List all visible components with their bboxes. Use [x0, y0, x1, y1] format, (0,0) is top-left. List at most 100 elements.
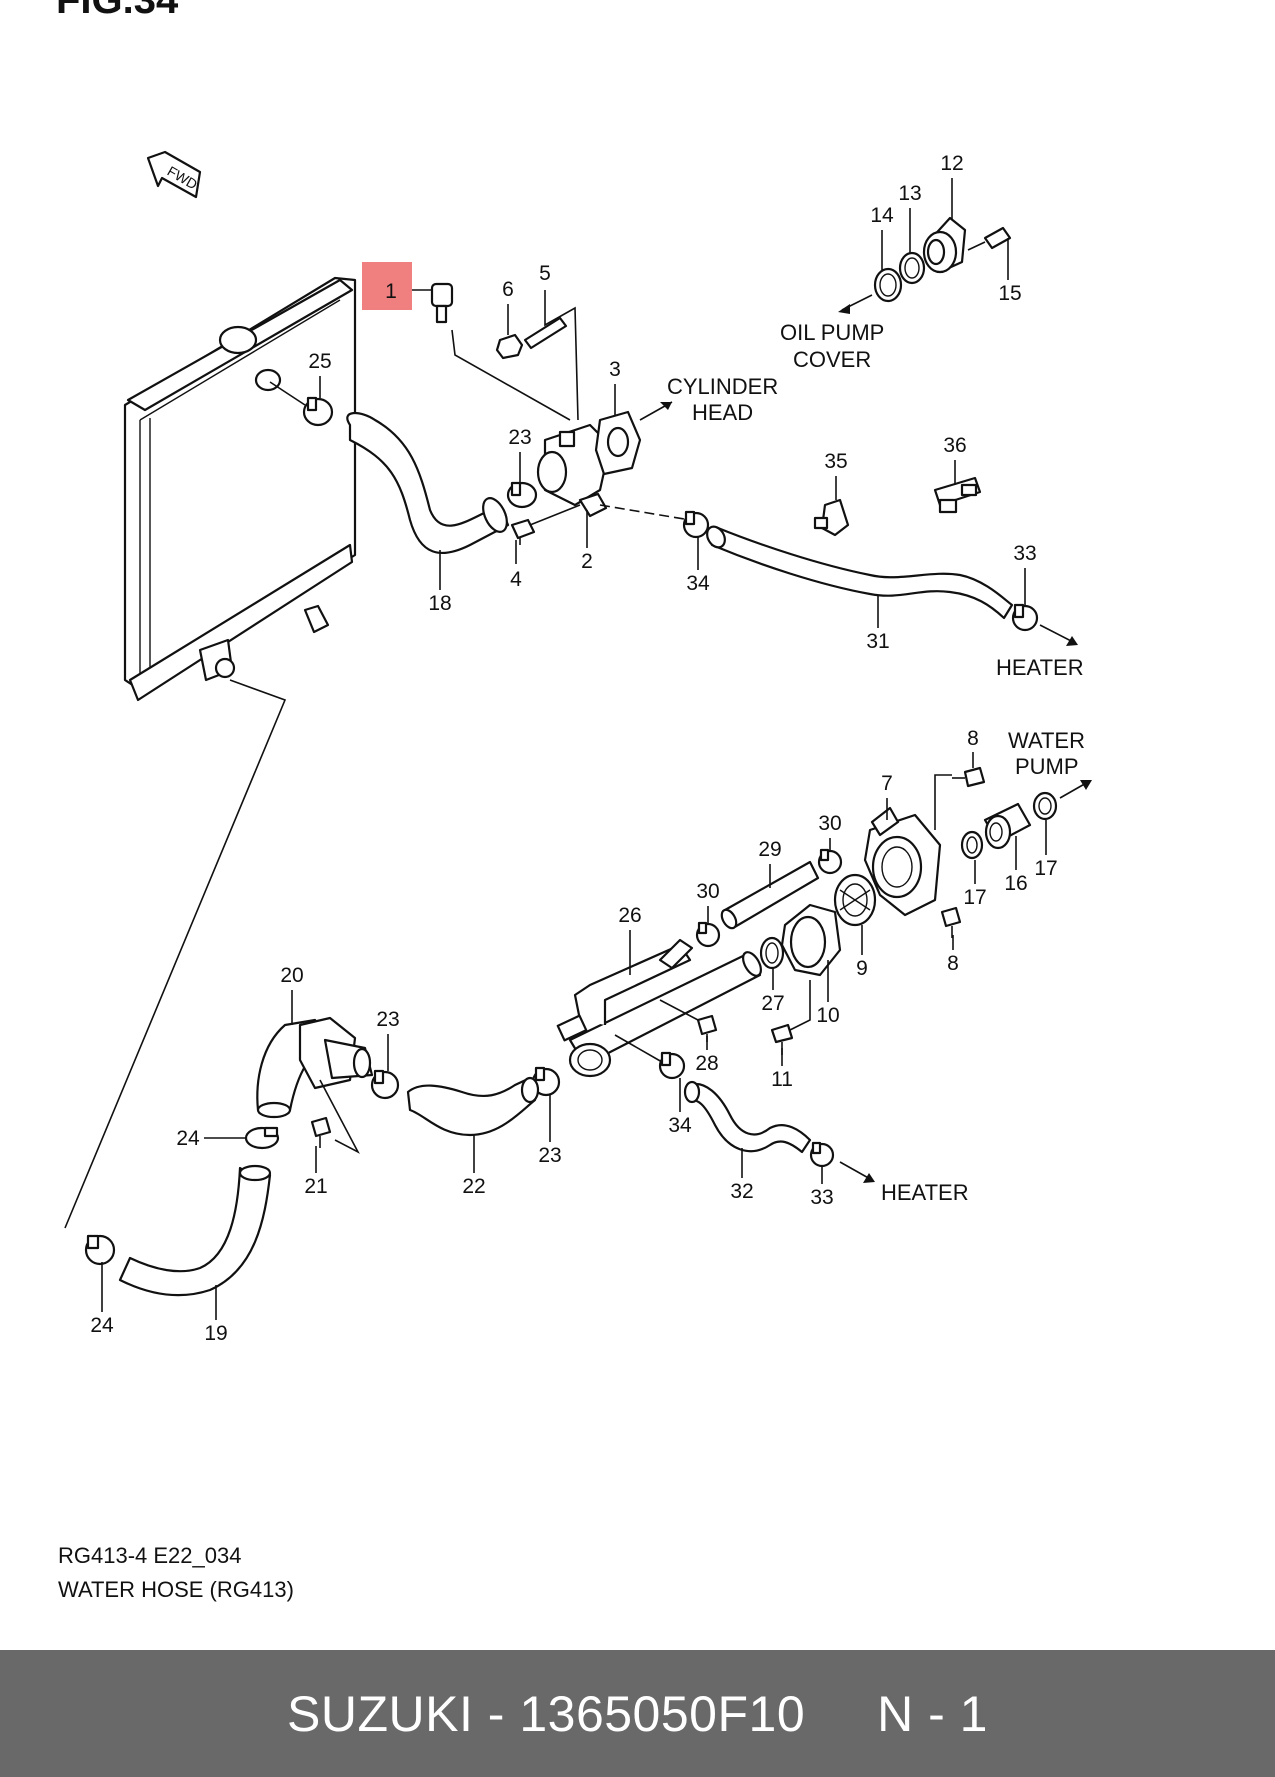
lower-radiator-hose — [118, 1164, 272, 1297]
part-footer-bar: SUZUKI - 1365050F10 N - 1 — [0, 1650, 1275, 1777]
note-cylinder-head-2: HEAD — [692, 400, 753, 425]
callout-36: 36 — [943, 434, 966, 457]
o-ring-icon — [1032, 791, 1058, 821]
hose-clamp-icon — [658, 1051, 686, 1080]
bolt-icon — [967, 226, 1012, 251]
o-ring-icon — [873, 267, 903, 303]
upper-radiator-hose — [346, 412, 510, 554]
callout-30-left: 30 — [696, 880, 719, 903]
callout-14: 14 — [870, 204, 894, 227]
hose-clamp-icon — [817, 848, 843, 875]
hose-clamp-icon — [84, 1234, 116, 1266]
callout-17-right: 17 — [1034, 857, 1057, 880]
callout-18: 18 — [428, 592, 451, 615]
water-outlet-pipe — [256, 1016, 374, 1119]
heater-hose-upper — [706, 525, 1014, 620]
note-oil-pump-2: COVER — [793, 347, 871, 372]
callout-33-bottom: 33 — [810, 1186, 833, 1209]
callout-19: 19 — [204, 1322, 227, 1345]
hose-clamp-icon — [695, 921, 721, 948]
callout-16: 16 — [1004, 872, 1027, 895]
callout-35: 35 — [824, 450, 847, 473]
note-heater-top: HEATER — [996, 655, 1084, 680]
footer-position: N - 1 — [877, 1685, 988, 1742]
callout-12: 12 — [940, 152, 963, 175]
callout-27: 27 — [761, 992, 784, 1015]
callout-23-left: 23 — [376, 1008, 399, 1031]
callout-29: 29 — [758, 838, 781, 861]
footer-separator: - — [473, 1685, 520, 1742]
callout-13: 13 — [898, 182, 921, 205]
callout-20: 20 — [280, 964, 303, 987]
hose-clamp-icon — [244, 1126, 280, 1150]
callout-26: 26 — [618, 904, 641, 927]
radiator — [123, 276, 357, 702]
callout-4: 4 — [510, 568, 522, 591]
hose-clamp-icon — [682, 510, 710, 539]
bolt-icon — [952, 766, 986, 788]
callout-23-top: 23 — [508, 426, 531, 449]
callout-34-bottom: 34 — [668, 1114, 692, 1137]
water-hose — [406, 1076, 540, 1137]
callout-24-upper: 24 — [176, 1127, 200, 1150]
footer-brand: SUZUKI — [287, 1685, 474, 1742]
hose-clamp-icon — [531, 1066, 561, 1097]
nut-icon — [495, 333, 524, 360]
callout-30-right: 30 — [818, 812, 841, 835]
note-water-pump-1: WATER — [1008, 728, 1085, 753]
hose-clamp-icon — [302, 396, 334, 427]
stud-icon — [523, 316, 568, 350]
hose-union — [983, 802, 1032, 850]
note-oil-pump-1: OIL PUMP — [780, 320, 884, 345]
o-ring-icon — [759, 936, 785, 970]
footer-gap — [805, 1685, 877, 1743]
callout-15: 15 — [998, 282, 1021, 305]
water-inlet-pipe — [556, 938, 762, 1078]
hose-union — [922, 216, 967, 274]
callout-1: 1 — [385, 280, 397, 303]
footer-part-number: 1365050F10 — [519, 1685, 806, 1742]
bolt-icon — [940, 906, 962, 938]
heater-hose-lower — [683, 1080, 812, 1154]
hose-clamp-icon — [506, 481, 538, 509]
water-hose-diagram: FWD 1 5 6 3 CYLINDER — [58, 150, 1092, 1602]
callout-3: 3 — [609, 358, 621, 381]
o-ring-icon — [898, 251, 926, 285]
callout-8-bottom: 8 — [947, 952, 959, 975]
hose-clamp-icon — [370, 1069, 400, 1100]
callout-17-left: 17 — [963, 886, 986, 909]
callout-24-lower: 24 — [90, 1314, 114, 1337]
callout-28: 28 — [695, 1052, 718, 1075]
callout-25: 25 — [308, 350, 331, 373]
note-water-pump-2: PUMP — [1015, 754, 1079, 779]
callout-31: 31 — [866, 630, 889, 653]
note-cylinder-head-1: CYLINDER — [667, 374, 778, 399]
temperature-sensor-icon — [430, 282, 454, 324]
hose-clamp-icon — [1011, 603, 1039, 632]
diagram-code: RG413-4 E22_034 — [58, 1543, 241, 1568]
bolt-icon — [510, 518, 536, 545]
callout-8-top: 8 — [967, 727, 979, 750]
fwd-arrow-icon: FWD — [146, 150, 202, 199]
callout-10: 10 — [816, 1004, 839, 1027]
callout-6: 6 — [502, 278, 514, 301]
hose-clip-icon — [933, 476, 982, 514]
callout-2: 2 — [581, 550, 593, 573]
bolt-icon — [310, 1116, 332, 1148]
bypass-hose — [720, 860, 820, 930]
diagram-title: WATER HOSE (RG413) — [58, 1577, 294, 1602]
figure-label: FIG.34 — [56, 0, 179, 22]
o-ring-icon — [960, 830, 984, 860]
callout-23-right: 23 — [538, 1144, 561, 1167]
hose-clamp-icon — [809, 1141, 835, 1168]
callout-9: 9 — [856, 957, 868, 980]
callout-5: 5 — [539, 262, 551, 285]
highlight-part-1 — [362, 262, 412, 310]
thermostat-cap — [780, 903, 842, 977]
callout-7: 7 — [881, 772, 893, 795]
callout-11: 11 — [771, 1068, 793, 1091]
water-outlet-housing — [536, 410, 642, 507]
callout-32: 32 — [730, 1180, 753, 1203]
callout-34-top: 34 — [686, 572, 710, 595]
callout-21: 21 — [304, 1175, 327, 1198]
